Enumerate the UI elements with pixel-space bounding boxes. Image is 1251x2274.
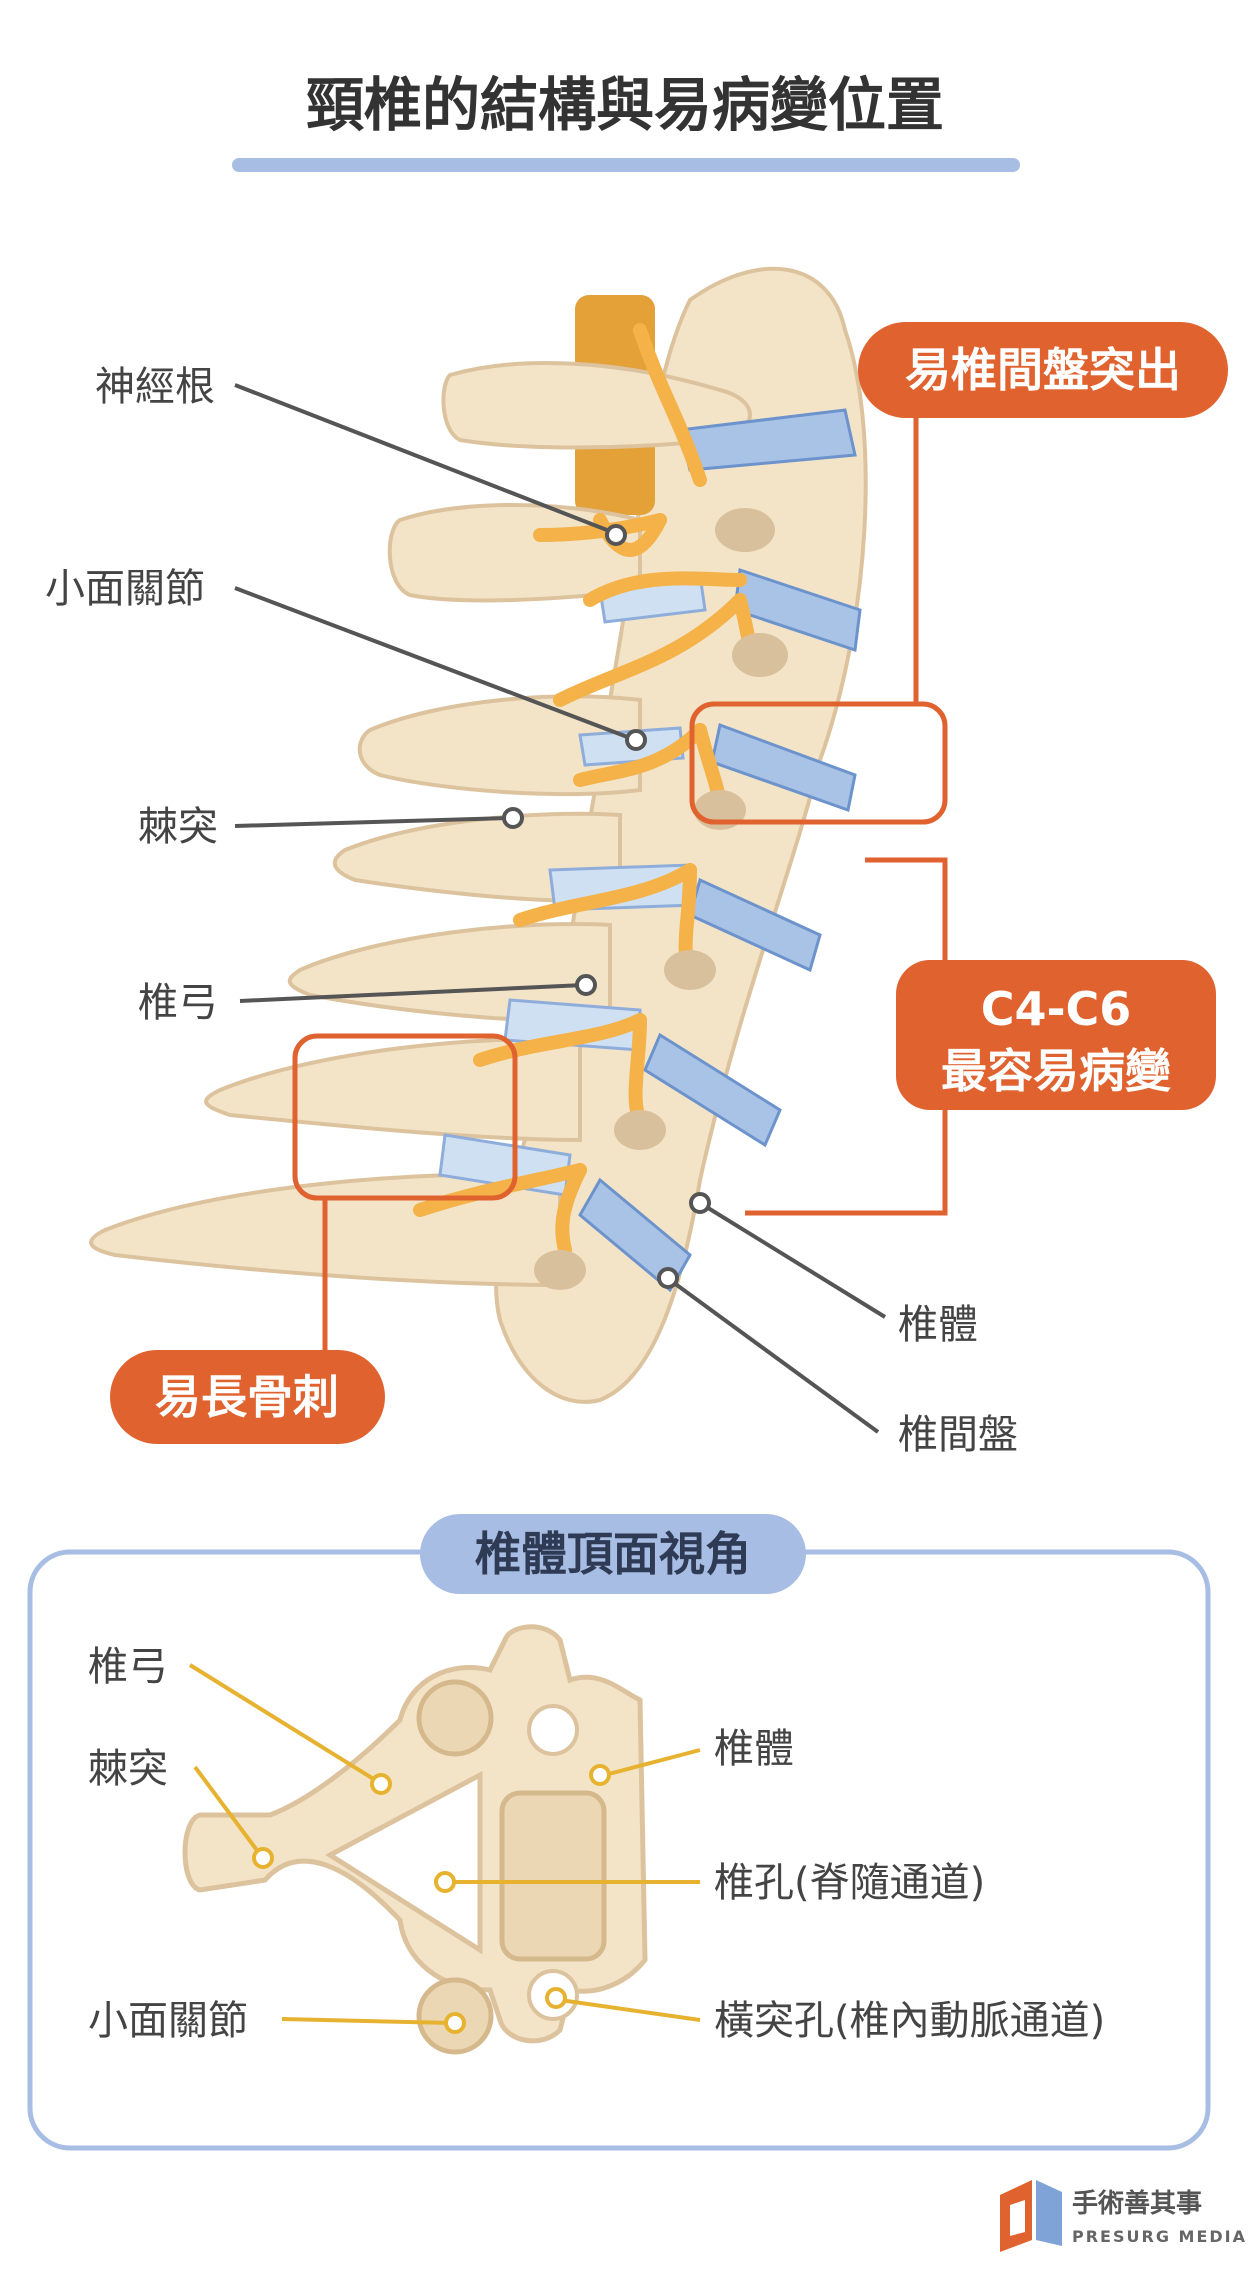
label-vertebral-body: 椎體 [898, 1302, 978, 1348]
title-underline [232, 158, 1020, 172]
top-leader-dots [252, 1764, 611, 2034]
top-label-spinous: 棘突 [88, 1746, 168, 1792]
callout-c4c6: C4-C6 最容易病變 [745, 857, 1216, 1216]
cervical-spine-illustration [89, 266, 868, 1404]
svg-text:最容易病變: 最容易病變 [941, 1044, 1171, 1098]
svg-text:C4-C6: C4-C6 [981, 982, 1132, 1036]
callout-disc-herniation: 易椎間盤突出 [689, 322, 1228, 825]
callout-bone-spur: 易長骨刺 [110, 1033, 518, 1444]
page-title: 頸椎的結構與易病變位置 [306, 71, 944, 139]
svg-text:易椎間盤突出: 易椎間盤突出 [905, 343, 1181, 397]
svg-text:易長骨刺: 易長骨刺 [155, 1370, 339, 1424]
top-label-body: 椎體 [714, 1726, 794, 1772]
disc-3 [710, 722, 857, 812]
top-view-heading-pill [420, 1514, 806, 1594]
label-nerve-root: 神經根 [95, 364, 215, 410]
label-facet-joint: 小面關節 [45, 566, 205, 612]
brand-logo: 手術善其事 PRESURG MEDIA [1000, 2180, 1247, 2252]
brand-sub: PRESURG MEDIA [1072, 2227, 1247, 2246]
top-label-arch: 椎弓 [88, 1644, 168, 1690]
label-vertebral-arch: 椎弓 [138, 980, 218, 1026]
label-spinous-process: 棘突 [138, 804, 218, 850]
brand-mark-icon [1000, 2180, 1062, 2252]
top-leader-lines [188, 1663, 701, 2025]
side-leader-lines [234, 383, 887, 1434]
disc-6 [578, 1177, 692, 1293]
label-disc: 椎間盤 [898, 1412, 1018, 1458]
vertebra-top-view [182, 1624, 648, 2055]
top-label-facet: 小面關節 [88, 1998, 248, 2044]
brand-name: 手術善其事 [1072, 2188, 1202, 2219]
side-leader-dots [502, 524, 711, 1289]
top-view-heading: 椎體頂面視角 [475, 1527, 751, 1581]
disc-5 [643, 1032, 782, 1148]
top-label-transverse-foramen: 橫突孔(椎內動脈通道) [714, 1998, 1105, 2044]
top-label-foramen: 椎孔(脊隨通道) [714, 1860, 985, 1906]
